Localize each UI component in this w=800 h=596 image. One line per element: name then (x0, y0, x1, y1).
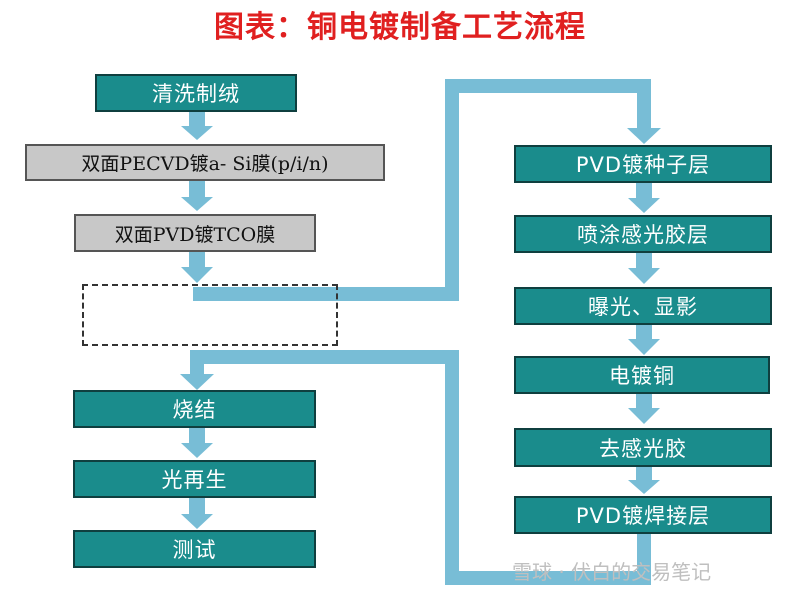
step-pvd-solder-layer: PVD镀焊接层 (514, 496, 772, 534)
step-photoresist-removal: 去感光胶 (514, 428, 772, 467)
dashed-placeholder-box (82, 284, 338, 346)
connector-to-right-column (193, 79, 661, 301)
arrow-s1-s2 (181, 110, 213, 140)
step-texturing-cleaning: 清洗制绒 (95, 74, 297, 112)
step-light-regeneration: 光再生 (73, 460, 316, 498)
arrow-s3-dashed (181, 251, 213, 283)
arrow-r2-r3 (628, 251, 660, 284)
connector-to-left-column (180, 350, 651, 585)
step-testing: 测试 (73, 530, 316, 568)
arrow-r1-r2 (628, 182, 660, 213)
step-photoresist-coating: 喷涂感光胶层 (514, 215, 772, 253)
arrow-r5-r6 (628, 466, 660, 494)
arrow-r4-r5 (628, 392, 660, 424)
page-title: 图表：铜电镀制备工艺流程 (214, 10, 586, 45)
step-exposure-development: 曝光、显影 (514, 287, 772, 325)
step-sintering: 烧结 (73, 390, 316, 428)
step-copper-electroplating: 电镀铜 (514, 356, 770, 394)
step-pvd-tco: 双面PVD镀TCO膜 (74, 214, 316, 252)
arrow-s4-s5 (181, 427, 213, 458)
step-pvd-seed-layer: PVD镀种子层 (514, 145, 772, 183)
arrow-r3-r4 (628, 323, 660, 355)
arrow-s2-s3 (181, 181, 213, 211)
watermark: 雪球 · 伏白的交易笔记 (512, 560, 712, 584)
arrow-s5-s6 (181, 498, 213, 529)
step-pecvd-asi: 双面PECVD镀a- Si膜(p/i/n) (25, 144, 385, 181)
